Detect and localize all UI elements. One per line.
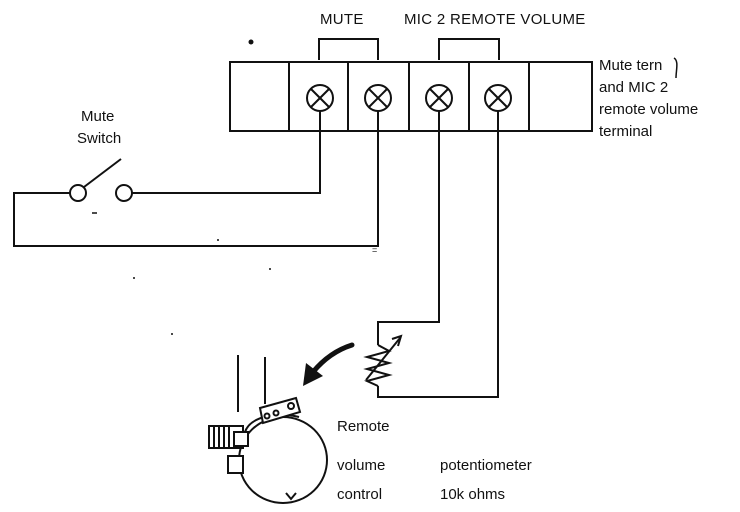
mute-bracket bbox=[318, 38, 379, 60]
remote-label-line2: volume bbox=[337, 457, 385, 474]
terminal-label-line2: and MIC 2 bbox=[599, 79, 668, 96]
circle-x-icon bbox=[484, 84, 512, 112]
mute-wiring bbox=[13, 111, 379, 247]
speck bbox=[171, 333, 173, 335]
variable-resistor-icon bbox=[363, 334, 403, 387]
mute-terminal-1 bbox=[306, 84, 334, 112]
speck bbox=[133, 277, 135, 279]
switch-icon bbox=[69, 158, 133, 202]
stray-dot bbox=[248, 39, 254, 45]
circle-x-icon bbox=[425, 84, 453, 112]
circle-x-icon bbox=[364, 84, 392, 112]
switch-label-line2: Switch bbox=[77, 130, 121, 147]
terminal-label-line1: Mute tern bbox=[599, 57, 662, 74]
terminal-strip bbox=[229, 61, 593, 132]
pot-label-line1: potentiometer bbox=[440, 457, 532, 474]
speck bbox=[269, 268, 271, 270]
curved-arrow-head bbox=[303, 363, 323, 386]
circle-x-icon bbox=[306, 84, 334, 112]
mute-terminal-2 bbox=[364, 84, 392, 112]
potentiometer-drawing bbox=[208, 355, 328, 504]
remote-volume-wiring bbox=[377, 111, 499, 398]
mic2-bracket bbox=[438, 38, 500, 60]
mute-header: MUTE bbox=[320, 11, 364, 28]
remote-label-line3: control bbox=[337, 486, 382, 503]
terminal-label-line4: terminal bbox=[599, 123, 652, 140]
mic2-terminal-2 bbox=[484, 84, 512, 112]
mic2-terminal-1 bbox=[425, 84, 453, 112]
stray-mark: = bbox=[372, 245, 377, 255]
mic2-remote-header: MIC 2 REMOTE VOLUME bbox=[404, 11, 586, 28]
curved-arrow-icon bbox=[310, 342, 355, 375]
switch-label-line1: Mute bbox=[81, 108, 114, 125]
remote-label-line1: Remote bbox=[337, 418, 390, 435]
pot-label-line2: 10k ohms bbox=[440, 486, 505, 503]
speck bbox=[217, 239, 219, 241]
terminal-label-line3: remote volume bbox=[599, 101, 698, 118]
pen-mark bbox=[673, 57, 678, 79]
